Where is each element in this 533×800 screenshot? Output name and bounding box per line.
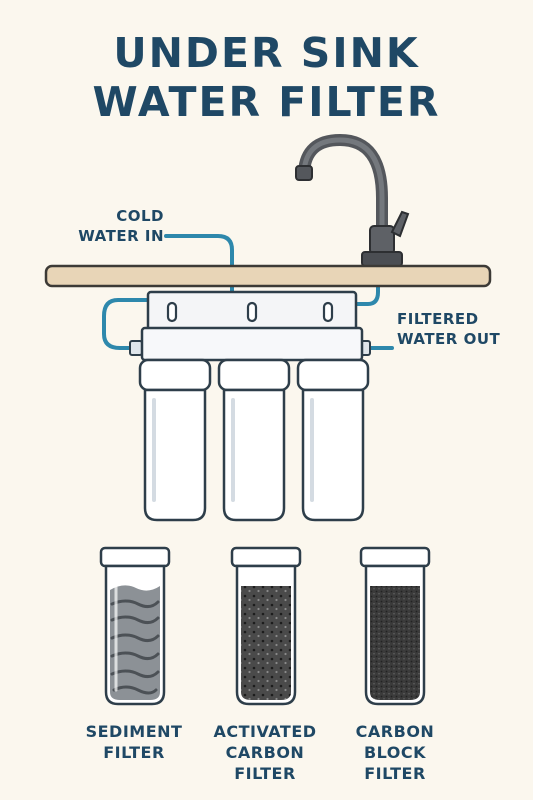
sediment-cartridge: [99, 546, 171, 706]
loop-line: [102, 298, 150, 350]
caption-line: FILTER: [364, 764, 426, 783]
caption-line: BLOCK: [363, 743, 427, 762]
caption-line: SEDIMENT: [85, 722, 183, 741]
title-line-2: WATER FILTER: [92, 78, 441, 126]
sediment-filter-caption: SEDIMENT FILTER: [64, 721, 204, 763]
filter-housing-1: [138, 358, 212, 522]
cold-water-label-line-1: COLD: [116, 207, 164, 225]
filtered-water-label-line-2: WATER OUT: [397, 330, 501, 348]
caption-line: FILTER: [234, 764, 296, 783]
filter-manifold: [140, 326, 364, 362]
cold-water-inlet-line: [164, 234, 234, 302]
faucet-feed-line: [350, 268, 380, 306]
cold-water-in-callout: COLD WATER IN: [64, 206, 164, 246]
title-line-1: UNDER SINK: [113, 29, 420, 77]
caption-line: ACTIVATED: [213, 722, 317, 741]
cold-water-label-line-2: WATER IN: [78, 227, 164, 245]
caption-line: CARBON: [355, 722, 435, 741]
filtered-water-out-callout: FILTERED WATER OUT: [397, 309, 500, 349]
mounting-bracket: [146, 290, 358, 334]
activated-carbon-filter-caption: ACTIVATED CARBON FILTER: [195, 721, 335, 784]
filter-housing-2: [217, 358, 291, 522]
countertop: [44, 264, 492, 288]
filter-housing-3: [296, 358, 370, 522]
carbon-block-cartridge: [359, 546, 431, 706]
activated-carbon-cartridge: [230, 546, 302, 706]
filtered-water-label-line-1: FILTERED: [397, 310, 479, 328]
caption-line: CARBON: [225, 743, 305, 762]
faucet: [295, 133, 410, 268]
caption-line: FILTER: [103, 743, 165, 762]
carbon-block-filter-caption: CARBON BLOCK FILTER: [325, 721, 465, 784]
